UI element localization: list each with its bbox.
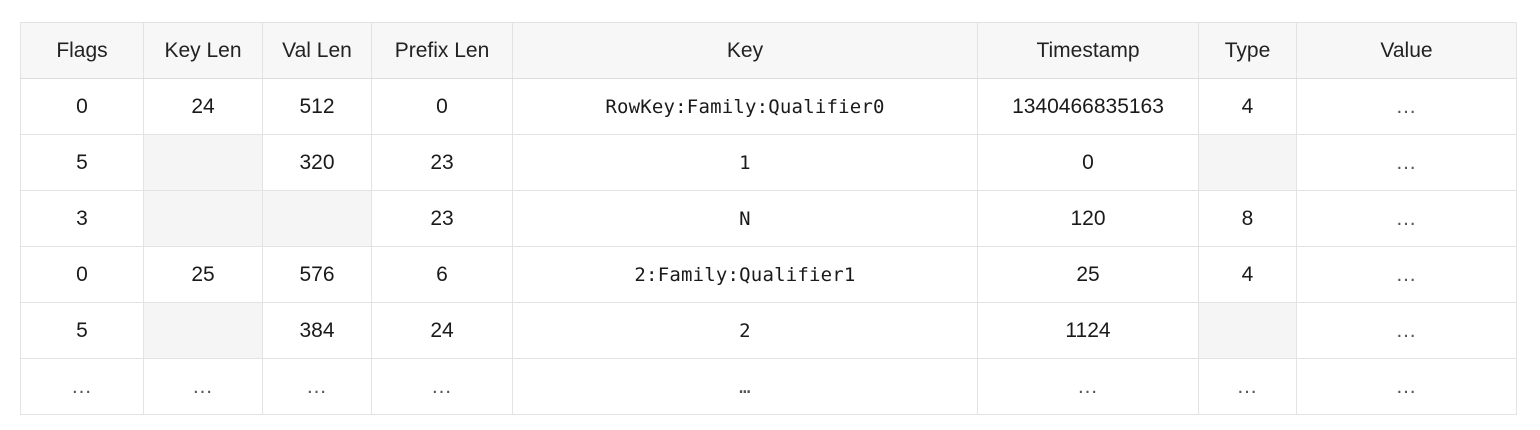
cell-type [1198, 302, 1297, 359]
cell-value: … [1296, 358, 1517, 415]
column-header-flags[interactable]: Flags [20, 22, 144, 79]
cell-key: 2:Family:Qualifier1 [512, 246, 978, 303]
cell-flags: 3 [20, 190, 144, 247]
column-header-prefix_len[interactable]: Prefix Len [371, 22, 513, 79]
cell-prefix_len: 23 [371, 134, 513, 191]
cell-key: RowKey:Family:Qualifier0 [512, 78, 978, 135]
cell-val_len: 384 [262, 302, 372, 359]
cell-flags: 0 [20, 78, 144, 135]
table-row: …………………… [20, 358, 1517, 415]
column-header-timestamp[interactable]: Timestamp [977, 22, 1199, 79]
cell-key: 2 [512, 302, 978, 359]
cell-type: 8 [1198, 190, 1297, 247]
cell-val_len: 512 [262, 78, 372, 135]
cell-flags: 5 [20, 302, 144, 359]
cell-timestamp: 0 [977, 134, 1199, 191]
cell-val_len [262, 190, 372, 247]
cell-key_len: 25 [143, 246, 263, 303]
cell-val_len: … [262, 358, 372, 415]
cell-timestamp: 1124 [977, 302, 1199, 359]
column-header-value[interactable]: Value [1296, 22, 1517, 79]
cell-value: … [1296, 302, 1517, 359]
cell-type: 4 [1198, 246, 1297, 303]
cell-key: … [512, 358, 978, 415]
cell-val_len: 320 [262, 134, 372, 191]
cell-type [1198, 134, 1297, 191]
cell-val_len: 576 [262, 246, 372, 303]
cell-type: 4 [1198, 78, 1297, 135]
cell-type: … [1198, 358, 1297, 415]
column-header-type[interactable]: Type [1198, 22, 1297, 79]
cell-prefix_len: 23 [371, 190, 513, 247]
column-header-val_len[interactable]: Val Len [262, 22, 372, 79]
cell-value: … [1296, 190, 1517, 247]
cell-flags: 5 [20, 134, 144, 191]
cell-key: 1 [512, 134, 978, 191]
cell-timestamp: … [977, 358, 1199, 415]
column-header-key_len[interactable]: Key Len [143, 22, 263, 79]
cell-key_len: 24 [143, 78, 263, 135]
cell-value: … [1296, 134, 1517, 191]
cell-flags: … [20, 358, 144, 415]
cell-flags: 0 [20, 246, 144, 303]
cell-value: … [1296, 78, 1517, 135]
cell-prefix_len: 6 [371, 246, 513, 303]
cell-key_len [143, 302, 263, 359]
cell-timestamp: 25 [977, 246, 1199, 303]
cell-timestamp: 1340466835163 [977, 78, 1199, 135]
cell-key_len [143, 134, 263, 191]
cell-key_len: … [143, 358, 263, 415]
cell-value: … [1296, 246, 1517, 303]
cell-timestamp: 120 [977, 190, 1199, 247]
cell-prefix_len: … [371, 358, 513, 415]
column-header-key[interactable]: Key [512, 22, 978, 79]
cell-prefix_len: 24 [371, 302, 513, 359]
cell-prefix_len: 0 [371, 78, 513, 135]
cell-key: N [512, 190, 978, 247]
cell-key_len [143, 190, 263, 247]
